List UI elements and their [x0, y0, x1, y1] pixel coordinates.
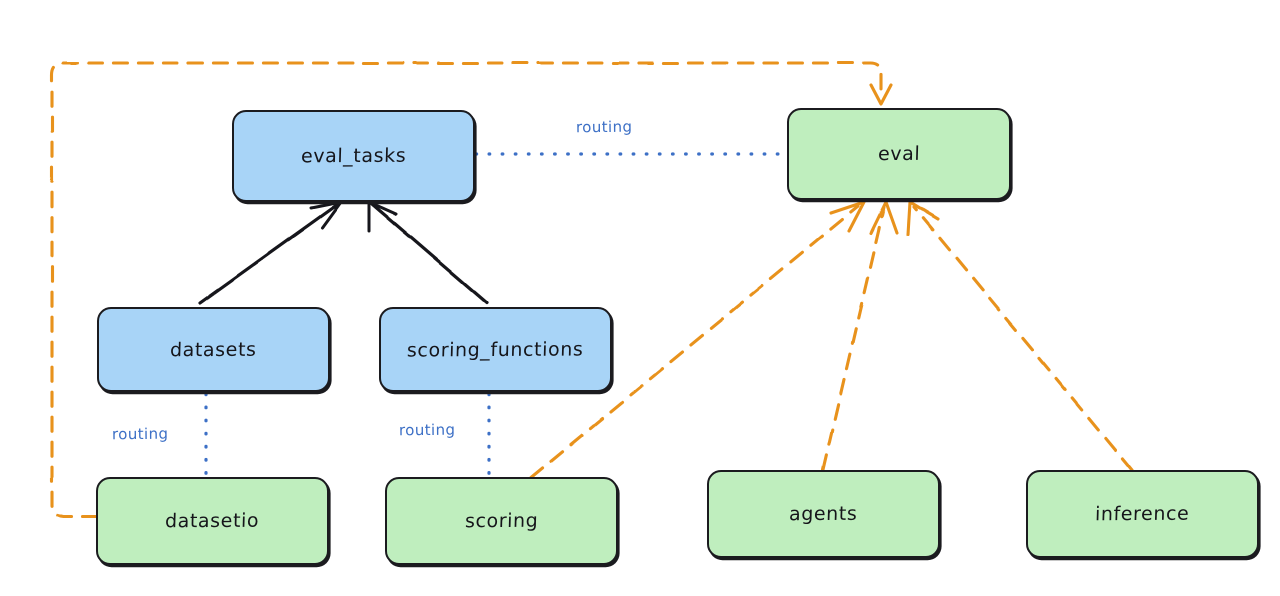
node-datasets-label: datasets: [169, 338, 258, 361]
node-datasetio-label: datasetio: [165, 509, 260, 533]
edge-label-routing-eval-tasks-eval: routing: [575, 117, 633, 137]
node-eval-tasks[interactable]: eval_tasks: [232, 110, 475, 202]
edge-agents-to-eval: [821, 200, 899, 472]
node-scoring-functions[interactable]: scoring_functions: [379, 307, 612, 392]
node-eval-label: eval: [877, 142, 921, 166]
node-eval-tasks-label: eval_tasks: [300, 144, 407, 168]
edge-label-routing-scoring-functions-scoring: routing: [398, 420, 456, 440]
node-datasets[interactable]: datasets: [97, 307, 330, 392]
node-inference[interactable]: inference: [1026, 470, 1259, 558]
node-scoring-label: scoring: [464, 509, 539, 533]
edge-datasetio-to-eval: [50, 61, 893, 519]
edge-label-routing-datasets-datasetio: routing: [111, 424, 169, 444]
node-datasetio[interactable]: datasetio: [96, 477, 329, 565]
edge-datasets-to-eval-tasks: [198, 200, 343, 305]
node-scoring-functions-label: scoring_functions: [406, 337, 585, 362]
node-scoring[interactable]: scoring: [385, 477, 618, 565]
edge-inference-to-eval: [906, 200, 1134, 472]
node-inference-label: inference: [1094, 502, 1191, 526]
node-eval[interactable]: eval: [787, 108, 1011, 200]
edge-scoring-to-eval: [529, 200, 866, 480]
edge-scoring-functions-to-eval-tasks: [367, 200, 489, 305]
node-agents[interactable]: agents: [707, 470, 940, 558]
node-agents-label: agents: [788, 502, 859, 526]
